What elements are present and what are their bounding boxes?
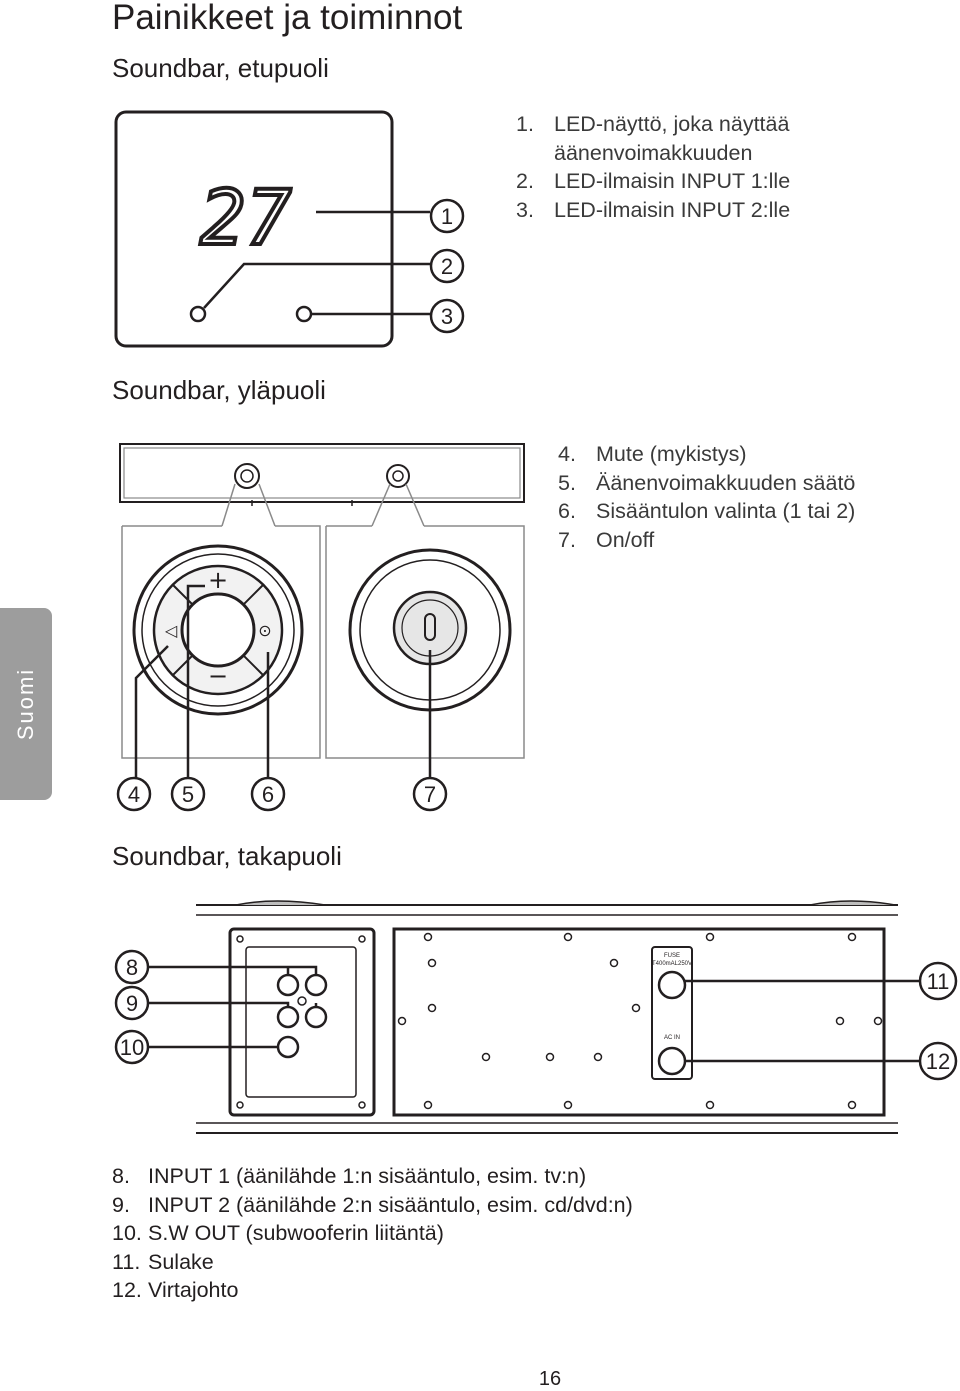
callout-1	[429, 198, 465, 234]
svg-text:3: 3	[441, 304, 453, 329]
callout-4	[116, 776, 152, 812]
front-display-frame	[114, 110, 394, 348]
callout-6	[250, 776, 286, 812]
svg-text:AC IN: AC IN	[664, 1035, 680, 1041]
input2-right-jack	[304, 1005, 328, 1029]
control-ring-outer	[132, 544, 304, 716]
callout-10	[114, 1029, 150, 1065]
svg-text:FUSE: FUSE	[664, 953, 680, 959]
list-item: 2.LED-ilmaisin INPUT 1:lle	[516, 169, 791, 193]
list-item: 8.INPUT 1 (äänilähde 1:n sisääntulo, esi…	[112, 1164, 587, 1188]
control-center-disc	[180, 592, 256, 668]
top-panel-diagram: + − ◁ ⊙ 4 5 6 7	[116, 443, 525, 812]
list-item: äänenvoimakkuuden	[554, 140, 753, 165]
input-panel	[228, 927, 376, 1117]
top-heading: Soundbar, yläpuoli	[112, 375, 326, 405]
list-item: 1.LED-näyttö, joka näyttää	[516, 112, 790, 136]
svg-text:T400mAL250V: T400mAL250V	[652, 961, 692, 967]
front-heading: Soundbar, etupuoli	[112, 53, 329, 83]
list-item: 4.Mute (mykistys)	[558, 442, 747, 466]
list-item: 12.Virtajohto	[112, 1278, 239, 1302]
subwoofer-out-jack	[276, 1035, 300, 1059]
volume-knob-small-icon	[234, 463, 260, 489]
svg-text:11: 11	[927, 969, 950, 994]
svg-text:12: 12	[926, 1049, 950, 1074]
svg-text:9: 9	[126, 991, 138, 1016]
front-panel-diagram: 27 1 2 3	[114, 110, 465, 348]
input2-left-jack	[276, 1005, 300, 1029]
back-items-list: 8.INPUT 1 (äänilähde 1:n sisääntulo, esi…	[112, 1162, 633, 1305]
svg-text:10: 10	[120, 1035, 144, 1060]
fuse-acin-panel	[651, 946, 693, 1080]
callout-12	[918, 1041, 958, 1081]
power-icon	[424, 613, 436, 641]
list-item: 5.Äänenvoimakkuuden säätö	[558, 470, 856, 495]
callout-7	[412, 776, 448, 812]
callout-9	[114, 985, 150, 1021]
svg-text:4: 4	[128, 782, 140, 807]
callout-8	[114, 949, 150, 985]
volume-down-icon: −	[208, 662, 228, 690]
page-number: 16	[538, 1368, 562, 1390]
front-items-list: 1.LED-näyttö, joka näyttää äänenvoimakku…	[516, 110, 790, 224]
callout-3	[429, 298, 465, 334]
input1-left-jack	[276, 973, 300, 997]
svg-text:6: 6	[262, 782, 274, 807]
callout-2	[429, 248, 465, 284]
list-item: 3.LED-ilmaisin INPUT 2:lle	[516, 197, 791, 222]
callout-5	[170, 776, 206, 812]
input-select-icon: ⊙	[258, 621, 271, 640]
list-item: 6.Sisääntulon valinta (1 tai 2)	[558, 499, 856, 523]
svg-text:2: 2	[441, 254, 453, 279]
power-knob-small-icon	[386, 464, 410, 488]
svg-text:7: 7	[424, 782, 436, 807]
callout-11	[918, 961, 958, 1001]
led-indicator-input1	[189, 305, 207, 323]
list-item: 9.INPUT 2 (äänilähde 2:n sisääntulo, esi…	[112, 1192, 633, 1217]
back-plate	[392, 927, 886, 1117]
mute-icon: ◁	[164, 621, 178, 640]
led-indicator-input2	[295, 305, 313, 323]
soundbar-top-strip	[119, 443, 525, 503]
list-item: 11.Sulake	[112, 1249, 214, 1274]
list-item: 10.S.W OUT (subwooferin liitäntä)	[112, 1221, 444, 1245]
svg-text:8: 8	[126, 955, 138, 980]
back-heading: Soundbar, takapuoli	[112, 841, 342, 871]
led-display-digits: 27	[200, 173, 292, 262]
power-cord-socket	[657, 1046, 687, 1076]
input1-right-jack	[304, 973, 328, 997]
volume-up-icon: +	[208, 566, 228, 594]
list-item: 7.On/off	[558, 527, 655, 552]
svg-text:1: 1	[441, 204, 453, 229]
svg-text:5: 5	[182, 782, 194, 807]
language-side-tab: Suomi	[0, 608, 52, 800]
page-title: Painikkeet ja toiminnot	[112, 0, 463, 37]
top-items-list: 4.Mute (mykistys) 5.Äänenvoimakkuuden sä…	[558, 440, 855, 554]
back-panel-diagram: FUSE T400mAL250V AC IN 8 9 10 11 12	[114, 900, 958, 1134]
fuse-holder	[657, 970, 687, 1000]
